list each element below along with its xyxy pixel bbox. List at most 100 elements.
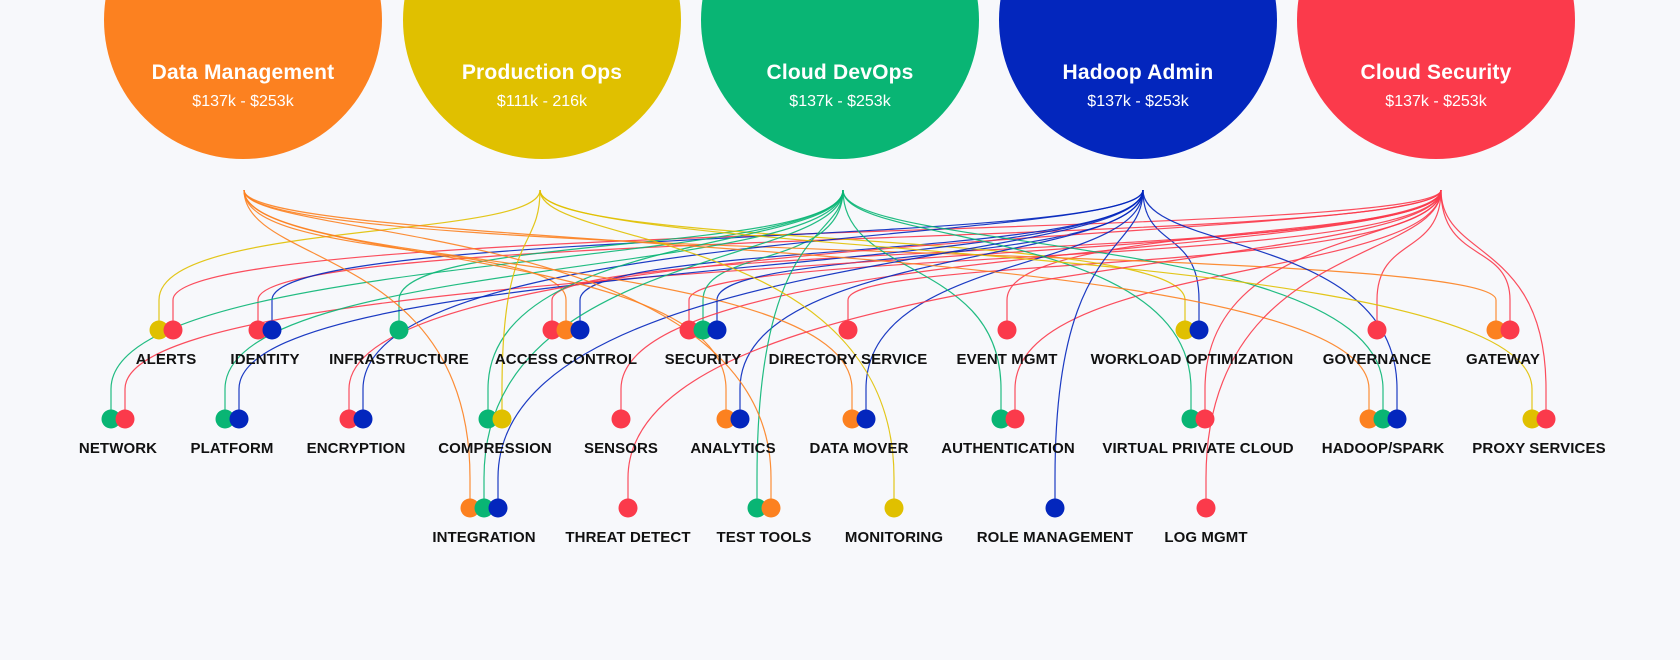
- skill-role-dot[interactable]: [1387, 409, 1407, 429]
- skill-label-directory-service: DIRECTORY SERVICE: [768, 351, 928, 368]
- skill-role-dot[interactable]: [679, 320, 699, 340]
- connection-line: [243, 189, 1370, 419]
- connection-line: [842, 189, 1192, 419]
- skill-role-dot[interactable]: [488, 498, 508, 518]
- salary-range: $137k - $253k: [1385, 93, 1487, 110]
- skill-label-analytics: ANALYTICS: [690, 440, 776, 457]
- skill-role-dot[interactable]: [1195, 409, 1215, 429]
- skill-role-dot[interactable]: [707, 320, 727, 340]
- skill-role-dot[interactable]: [101, 409, 121, 429]
- connection-line: [1142, 189, 1398, 419]
- skill-label-platform: PLATFORM: [190, 440, 274, 457]
- skill-role-dot[interactable]: [570, 320, 590, 340]
- skill-label-log-mgmt: LOG MGMT: [1164, 529, 1248, 546]
- skill-role-dot[interactable]: [761, 498, 781, 518]
- skill-role-dot[interactable]: [248, 320, 268, 340]
- skill-role-dot[interactable]: [856, 409, 876, 429]
- role-title: Data Management: [151, 61, 335, 84]
- skill-role-dot[interactable]: [716, 409, 736, 429]
- skill-label-identity: IDENTITY: [230, 351, 300, 368]
- connection-line: [497, 189, 1144, 508]
- connection-line: [620, 189, 1442, 419]
- salary-range: $137k - $253k: [1087, 93, 1189, 110]
- connection-line: [739, 189, 1144, 419]
- connection-line: [238, 189, 1144, 419]
- role-title: Cloud DevOps: [766, 61, 914, 84]
- skill-role-dot[interactable]: [215, 409, 235, 429]
- skill-role-dot[interactable]: [618, 498, 638, 518]
- skill-role-dot[interactable]: [542, 320, 562, 340]
- skill-label-threat-detect: THREAT DETECT: [565, 529, 691, 546]
- connection-line: [243, 189, 772, 508]
- skill-role-dot[interactable]: [1045, 498, 1065, 518]
- skill-role-dot[interactable]: [474, 498, 494, 518]
- skill-role-dot[interactable]: [115, 409, 135, 429]
- skill-role-dot[interactable]: [556, 320, 576, 340]
- skill-role-dot[interactable]: [149, 320, 169, 340]
- skill-role-dot[interactable]: [838, 320, 858, 340]
- skill-role-dot[interactable]: [163, 320, 183, 340]
- salary-range: $111k - 216k: [496, 93, 588, 110]
- skill-label-infrastructure: INFRASTRUCTURE: [329, 351, 469, 368]
- skill-label-workload-optimization: WORKLOAD OPTIMIZATION: [1090, 351, 1294, 368]
- skill-role-dot[interactable]: [884, 498, 904, 518]
- connection-line: [539, 189, 1533, 419]
- connection-line: [1014, 189, 1442, 419]
- skill-role-dot[interactable]: [1367, 320, 1387, 340]
- connection-line: [362, 189, 1144, 419]
- skill-role-dot[interactable]: [1181, 409, 1201, 429]
- connection-line: [1142, 189, 1200, 330]
- line-layer: [110, 189, 1547, 508]
- skill-role-dot[interactable]: [353, 409, 373, 429]
- connection-line: [539, 189, 895, 508]
- connection-line: [483, 189, 844, 508]
- skill-role-dot[interactable]: [1175, 320, 1195, 340]
- skill-role-dot[interactable]: [730, 409, 750, 429]
- skill-role-dot[interactable]: [693, 320, 713, 340]
- skill-role-dot[interactable]: [991, 409, 1011, 429]
- skill-role-dot[interactable]: [611, 409, 631, 429]
- salary-range: $137k - $253k: [192, 93, 294, 110]
- connection-line: [110, 189, 844, 419]
- skill-label-network: NETWORK: [78, 440, 158, 457]
- skill-role-dot[interactable]: [1500, 320, 1520, 340]
- skill-role-dot[interactable]: [1196, 498, 1216, 518]
- connection-line: [1440, 189, 1511, 330]
- dot-layer: [101, 320, 1556, 518]
- skill-role-dot[interactable]: [1373, 409, 1393, 429]
- skill-role-dot[interactable]: [339, 409, 359, 429]
- skill-role-dot[interactable]: [747, 498, 767, 518]
- skill-role-dot[interactable]: [1005, 409, 1025, 429]
- connection-line: [702, 189, 844, 330]
- connection-line: [257, 189, 1442, 330]
- skill-label-compression: COMPRESSION: [438, 440, 552, 457]
- connection-line: [551, 189, 1442, 330]
- skill-role-dot[interactable]: [492, 409, 512, 429]
- skill-label-access-control: ACCESS CONTROL: [494, 351, 638, 368]
- skill-role-dot[interactable]: [389, 320, 409, 340]
- skill-role-dot[interactable]: [1486, 320, 1506, 340]
- skill-role-dot[interactable]: [842, 409, 862, 429]
- skill-role-dot[interactable]: [997, 320, 1017, 340]
- skill-label-test-tools: TEST TOOLS: [716, 529, 812, 546]
- skill-role-dot[interactable]: [262, 320, 282, 340]
- skill-role-dot[interactable]: [460, 498, 480, 518]
- skill-role-dot[interactable]: [1522, 409, 1542, 429]
- skill-label-data-mover: DATA MOVER: [809, 440, 909, 457]
- skill-role-dot[interactable]: [1536, 409, 1556, 429]
- skill-label-security: SECURITY: [664, 351, 742, 368]
- salary-range: $137k - $253k: [789, 93, 891, 110]
- skill-role-dot[interactable]: [1359, 409, 1379, 429]
- role-title: Production Ops: [461, 61, 623, 84]
- connection-line: [124, 189, 1442, 419]
- skill-label-hadoop-spark: HADOOP/SPARK: [1321, 440, 1445, 457]
- skill-label-alerts: ALERTS: [135, 351, 197, 368]
- skill-role-dot[interactable]: [478, 409, 498, 429]
- connection-line: [224, 189, 844, 419]
- connection-line: [501, 189, 541, 419]
- skill-role-dot[interactable]: [1189, 320, 1209, 340]
- skill-role-dot[interactable]: [229, 409, 249, 429]
- skill-label-authentication: AUTHENTICATION: [941, 440, 1075, 457]
